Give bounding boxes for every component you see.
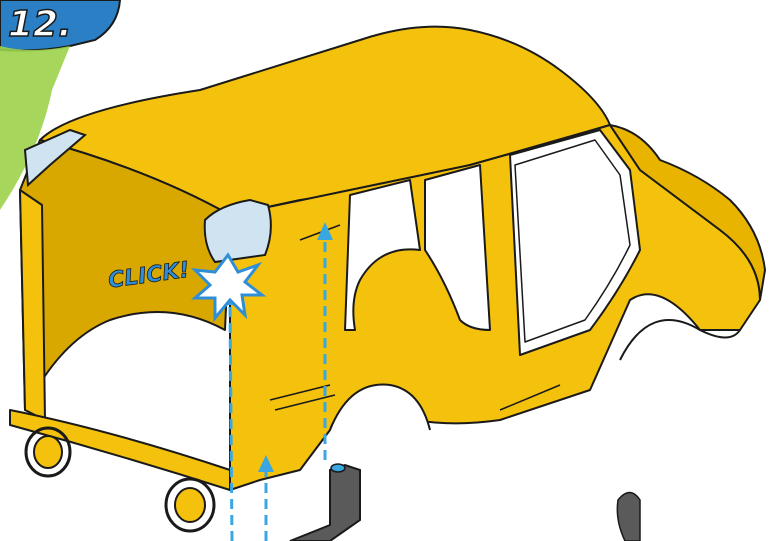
small-part xyxy=(617,493,640,541)
step-number: 12. xyxy=(8,4,72,45)
bracket-part xyxy=(290,464,360,541)
